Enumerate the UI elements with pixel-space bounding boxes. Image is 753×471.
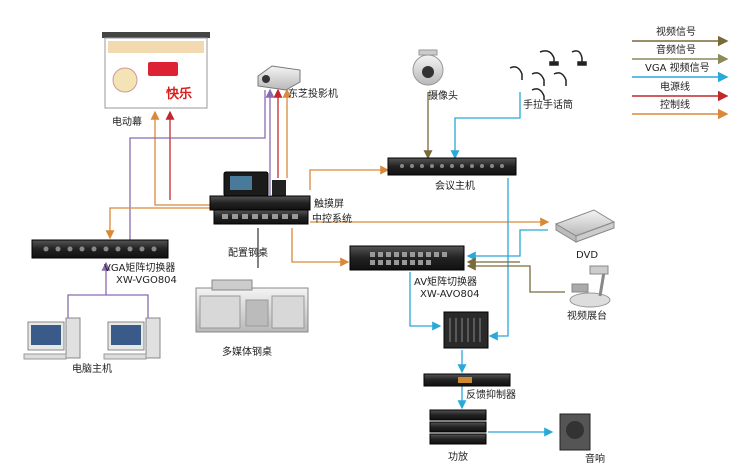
screen-label: 电动幕 (112, 115, 142, 128)
vga-matrix-model: XW-VGO804 (116, 275, 177, 286)
legend-label-audio: 音频信号 (656, 43, 696, 56)
touch-panel-label: 触摸屏 (314, 197, 344, 210)
line-control-host (309, 165, 390, 190)
console-desk-label: 配置钢桌 (228, 246, 268, 259)
screen-housing (102, 32, 210, 38)
audio-mixer (443, 311, 489, 349)
conference-host: 会议主机 (387, 157, 517, 192)
line-vga-computers (67, 294, 149, 318)
speaker-label: 音响 (585, 452, 605, 465)
legend-label-control: 控制线 (660, 98, 690, 111)
amplifier: 功放 (429, 409, 487, 463)
connections (67, 88, 565, 437)
av-matrix-name: AV矩阵切换器 (414, 275, 477, 288)
feedback-suppressor: 反馈抑制器 (423, 373, 516, 401)
line-audio-mics (450, 92, 521, 160)
av-matrix: AV矩阵切换器 XW-AVO804 (349, 245, 480, 300)
visualizer-label: 视频展台 (567, 309, 607, 322)
screen-caption: 快乐 (166, 86, 192, 102)
line-vga-matrix-projector (129, 90, 266, 240)
central-console: 触摸屏 中控系统 配置钢桌 (209, 171, 352, 259)
dvd-label: DVD (576, 250, 598, 261)
computers: 电脑主机 (23, 317, 161, 375)
vga-matrix: VGA矩阵切换器 XW-VGO804 (31, 239, 177, 286)
conference-host-label: 会议主机 (435, 179, 475, 192)
legend: 视频信号 音频信号 VGA 视频信号 电源线 控制线 (632, 25, 729, 120)
speaker: 音响 (559, 413, 605, 465)
line-video-visualizer (466, 261, 565, 293)
computers-label: 电脑主机 (72, 362, 112, 375)
feedback-label: 反馈抑制器 (466, 388, 516, 401)
camera-label: 摄像头 (428, 89, 458, 102)
line-av-dvd (466, 229, 548, 261)
av-matrix-model: XW-AVO804 (420, 289, 480, 300)
line-audio-host-mixer (488, 178, 509, 341)
legend-label-vga: VGA 视频信号 (645, 61, 710, 74)
legend-label-video: 视频信号 (656, 25, 696, 38)
microphones (509, 50, 587, 100)
mics-label: 手拉手话筒 (523, 98, 573, 111)
line-audio-matrix-mixer (409, 272, 442, 331)
line-control-avmatrix (291, 228, 350, 267)
vga-matrix-name: VGA矩阵切换器 (104, 261, 175, 274)
projector: 东芝投影机 (257, 65, 338, 100)
projector-label: 东芝投影机 (288, 87, 338, 100)
central-control-label: 中控系统 (312, 212, 352, 225)
visualizer: 视频展台 (567, 265, 611, 322)
screen-picture (112, 67, 138, 93)
legend-label-power: 电源线 (660, 80, 690, 93)
line-control-screen (150, 110, 222, 206)
camera: 摄像头 (412, 49, 458, 102)
line-control-vgamatrix (105, 207, 210, 240)
amplifier-label: 功放 (448, 450, 468, 463)
projection-screen: 快乐 电动幕 (102, 32, 210, 128)
multimedia-desk-label: 多媒体钢桌 (222, 345, 272, 358)
multimedia-desk: 多媒体钢桌 (195, 279, 309, 358)
dvd-player: DVD (554, 209, 616, 261)
